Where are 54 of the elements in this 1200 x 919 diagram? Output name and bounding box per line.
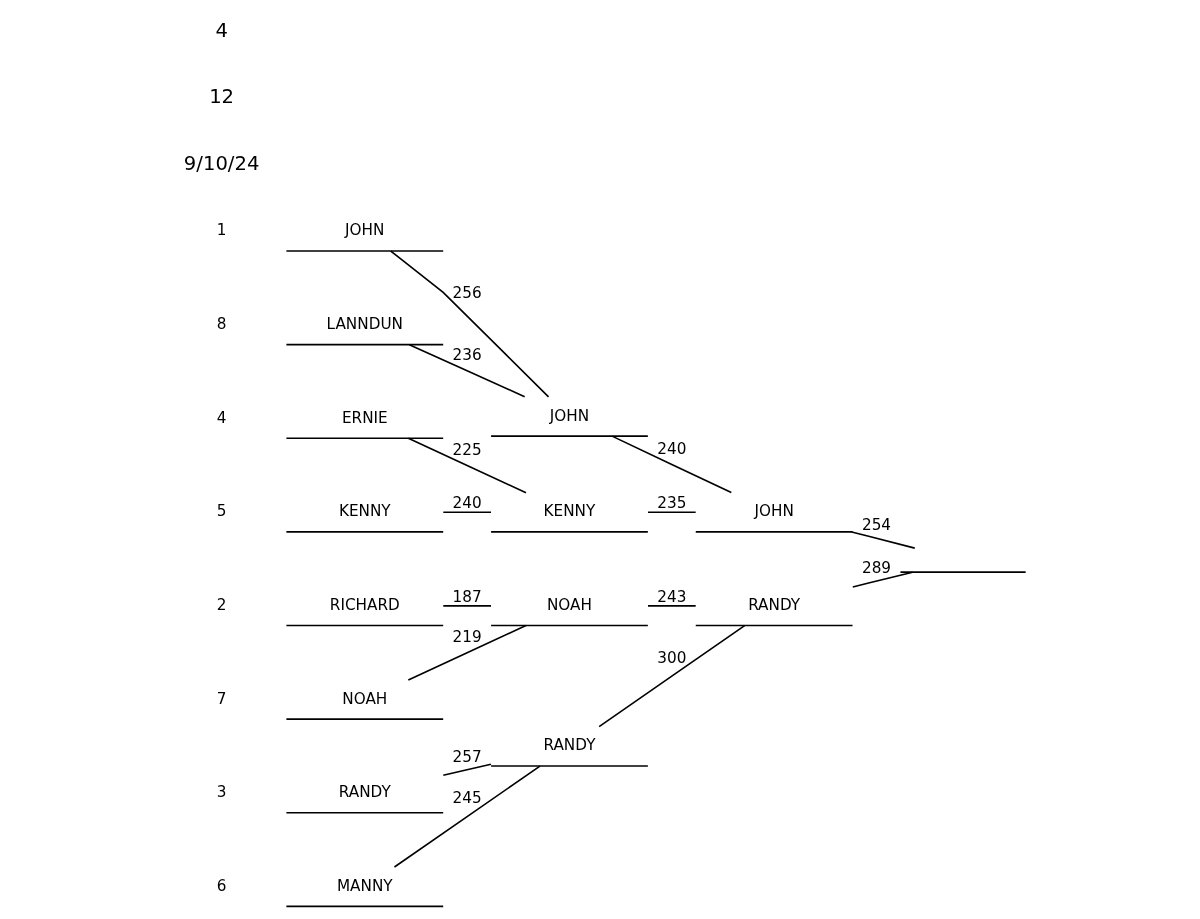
edge-label: 254	[861, 515, 891, 534]
edge-label: 225	[452, 440, 482, 459]
connector	[610, 435, 732, 494]
label: 12	[208, 85, 234, 109]
edge-label: 219	[452, 628, 482, 647]
node-label: 6	[216, 876, 226, 895]
edge-label: 257	[452, 747, 482, 766]
node-label: 4	[216, 408, 226, 427]
node-label: 7	[216, 689, 226, 708]
connector	[442, 511, 492, 514]
node-label: 5	[216, 502, 226, 521]
node-bar	[899, 571, 1026, 573]
connector	[851, 571, 913, 588]
node-text: MANNY	[336, 876, 393, 895]
node-text: JOHN	[753, 502, 794, 521]
connector	[407, 437, 527, 494]
node-text: ERNIE	[341, 408, 388, 427]
edge-label: 289	[861, 559, 891, 578]
node-label: 8	[216, 315, 226, 334]
edge-label: 187	[452, 587, 482, 606]
label: 4	[214, 18, 228, 42]
node-text: NOAH	[341, 689, 387, 708]
node-label: 3	[216, 783, 226, 802]
connector	[597, 624, 745, 728]
node-text: RANDY	[747, 595, 800, 614]
connector	[393, 765, 541, 868]
node-text: RANDY	[542, 736, 595, 755]
connector	[408, 343, 525, 398]
edge-label: 245	[452, 789, 482, 808]
connector	[442, 763, 492, 777]
edge-label: 256	[452, 284, 482, 303]
edge-label: 235	[656, 494, 686, 513]
edge-label: 236	[452, 346, 482, 365]
connector	[442, 605, 492, 607]
edge-label: 243	[656, 587, 686, 606]
node-text: NOAH	[546, 595, 592, 614]
connector	[407, 624, 527, 681]
connector	[646, 511, 696, 514]
edge-label: 300	[656, 648, 686, 667]
connector	[850, 531, 916, 549]
node-text: RANDY	[338, 783, 391, 802]
node-text: RICHARD	[329, 595, 400, 614]
node-text: JOHN	[549, 406, 589, 425]
node-text: KENNY	[338, 502, 391, 521]
node-label: 1	[216, 221, 226, 240]
label: 9/10/24	[183, 151, 259, 175]
connector	[646, 605, 696, 607]
edge-label: 240	[452, 494, 482, 513]
node-text: JOHN	[344, 221, 384, 240]
node-label: 2	[216, 595, 226, 614]
node-text: LANNDUN	[326, 315, 403, 334]
edge-label: 240	[656, 439, 686, 458]
node-text: KENNY	[543, 502, 595, 521]
connector	[389, 250, 549, 398]
